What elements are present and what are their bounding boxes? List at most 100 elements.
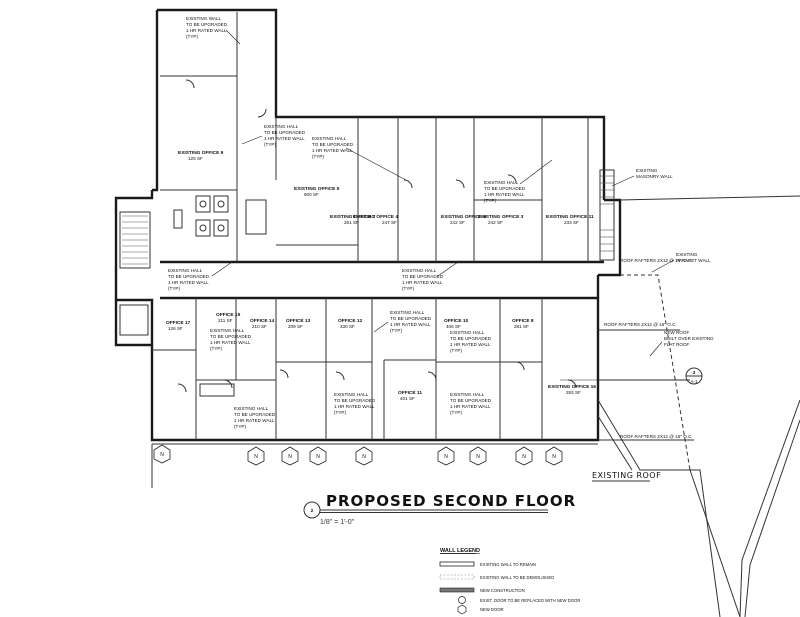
legend-item: NEW CONSTRUCTION [439, 587, 525, 593]
svg-text:WALL LEGEND: WALL LEGEND [440, 548, 480, 554]
svg-text:1 HR RATED WALL: 1 HR RATED WALL [264, 136, 305, 141]
svg-text:1 HR RATED WALL: 1 HR RATED WALL [484, 192, 525, 197]
svg-text:261 SF: 261 SF [344, 220, 359, 225]
svg-text:ROOF RAFTERS 2X12 @ 16" O.C.: ROOF RAFTERS 2X12 @ 16" O.C. [604, 322, 677, 327]
svg-text:242 SF: 242 SF [450, 220, 465, 225]
svg-text:(TYP): (TYP) [264, 142, 276, 147]
svg-text:N: N [254, 454, 258, 460]
svg-text:1 HR RATED WALL: 1 HR RATED WALL [390, 322, 431, 327]
drawing-number: 2 [311, 508, 314, 514]
note-masonry-wall: EXISTING MASONRY WALL [611, 168, 673, 187]
svg-text:TO BE UPGRADED: TO BE UPGRADED [450, 398, 492, 403]
svg-text:EXISTING OFFICE 16: EXISTING OFFICE 16 [548, 384, 596, 390]
svg-text:(TYP): (TYP) [234, 424, 246, 429]
svg-text:3: 3 [693, 370, 696, 376]
drawing-scale: 1/8" = 1'-0" [320, 519, 355, 526]
legend-item: EXIST. DOOR TO BE REPLACED WITH NEW DOOR [458, 596, 580, 604]
svg-text:EXISTING HALL: EXISTING HALL [402, 268, 437, 273]
svg-text:EXISTING OFFICE 11: EXISTING OFFICE 11 [546, 214, 594, 220]
upper-partitions [160, 117, 589, 262]
svg-text:EXISTING HALL: EXISTING HALL [484, 180, 519, 185]
svg-text:EXISTING HALL: EXISTING HALL [450, 330, 485, 335]
doors [177, 79, 577, 393]
svg-text:OFFICE 12: OFFICE 12 [338, 318, 363, 324]
window-tag: N [153, 444, 171, 464]
svg-text:1 HR RATED WALL: 1 HR RATED WALL [450, 342, 491, 347]
svg-text:EXISTING OFFICE 4: EXISTING OFFICE 4 [353, 214, 399, 220]
window-tag: N [469, 446, 487, 466]
wall-legend: WALL LEGEND EXISTING WALL TO REMAIN EXIS… [439, 548, 580, 615]
svg-text:1 HR RATED WALL: 1 HR RATED WALL [168, 280, 209, 285]
window-tags: N N N N N N N N N [153, 444, 563, 466]
svg-text:(TYP): (TYP) [450, 348, 462, 353]
svg-text:N: N [476, 454, 480, 460]
svg-text:EXISTING OFFICE 5: EXISTING OFFICE 5 [294, 186, 340, 192]
svg-text:(TYP): (TYP) [168, 286, 180, 291]
note-hall-upgrade-3: EXISTING HALL TO BE UPGRADED 1 HR RATED … [484, 159, 553, 203]
svg-text:EXISTING HALL: EXISTING HALL [234, 406, 269, 411]
svg-text:A-1: A-1 [690, 379, 698, 384]
svg-text:FLAT ROOF: FLAT ROOF [664, 342, 690, 347]
svg-text:EXISTING HALL: EXISTING HALL [210, 328, 245, 333]
window-tag: N [309, 446, 327, 466]
wall-notes: EXISTING WALL TO BE UPGRADED 1 HR RATED … [168, 16, 714, 439]
svg-text:N: N [444, 454, 448, 460]
svg-text:NEW DOOR: NEW DOOR [480, 607, 504, 612]
svg-text:126 SF: 126 SF [168, 326, 183, 331]
svg-text:N: N [160, 452, 164, 458]
svg-text:242 SF: 242 SF [488, 220, 503, 225]
svg-text:N: N [316, 454, 320, 460]
existing-roof-label: EXISTING ROOF [592, 471, 661, 480]
svg-text:EXISTING WALL TO BE DEMOLISHED: EXISTING WALL TO BE DEMOLISHED [480, 575, 554, 580]
note-new-roof: NEW ROOF BUILT OVER EXISTING FLAT ROOF [649, 330, 714, 357]
legend-item: NEW DOOR [457, 604, 504, 615]
svg-text:EXISTING WALL TO REMAIN: EXISTING WALL TO REMAIN [480, 562, 536, 567]
svg-text:406 SF: 406 SF [446, 324, 461, 329]
svg-text:TO BE UPGRADED: TO BE UPGRADED [390, 316, 432, 321]
svg-text:EXISTING HALL: EXISTING HALL [450, 392, 485, 397]
svg-text:247 SF: 247 SF [382, 220, 397, 225]
svg-text:EXISTING HALL: EXISTING HALL [312, 136, 347, 141]
svg-text:PARAPET WALL: PARAPET WALL [676, 258, 711, 263]
svg-text:210 SF: 210 SF [252, 324, 267, 329]
roof-area [560, 195, 800, 617]
svg-text:EXISTING HALL: EXISTING HALL [264, 124, 299, 129]
svg-text:NEW CONSTRUCTION: NEW CONSTRUCTION [480, 588, 525, 593]
svg-text:TO BE UPGRADED: TO BE UPGRADED [450, 336, 492, 341]
svg-text:211 SF: 211 SF [218, 318, 233, 323]
svg-text:TO BE UPGRADED: TO BE UPGRADED [168, 274, 210, 279]
svg-text:N: N [288, 454, 292, 460]
note-hall-upgrade-2: EXISTING HALL TO BE UPGRADED 1 HR RATED … [312, 136, 407, 181]
svg-text:1 HR RATED WALL: 1 HR RATED WALL [402, 280, 443, 285]
svg-text:EXISTING OFFICE 7: EXISTING OFFICE 7 [330, 214, 376, 220]
note-hall-corridor-mid: EXISTING HALL TO BE UPGRADED 1 HR RATED … [402, 261, 459, 291]
svg-text:330 SF: 330 SF [340, 324, 355, 329]
svg-text:(TYP): (TYP) [312, 154, 324, 159]
svg-text:EXISTING HALL: EXISTING HALL [168, 268, 203, 273]
svg-text:ROOF RAFTERS 2X12 @ 16" O.C.: ROOF RAFTERS 2X12 @ 16" O.C. [620, 258, 693, 263]
svg-text:600 SF: 600 SF [304, 192, 319, 197]
note-hall-upgrade-1: EXISTING HALL TO BE UPGRADED 1 HR RATED … [241, 124, 306, 147]
svg-text:233 SF: 233 SF [564, 220, 579, 225]
note-roof-rafters: ROOF RAFTERS 2X12 @ 16" O.C. ROOF RAFTER… [604, 258, 693, 439]
svg-text:TO BE UPGRADED: TO BE UPGRADED [186, 22, 228, 27]
svg-text:BUILT OVER EXISTING: BUILT OVER EXISTING [664, 336, 714, 341]
window-tag: N [437, 446, 455, 466]
svg-text:OFFICE 17: OFFICE 17 [166, 320, 191, 326]
legend-item: EXISTING WALL TO REMAIN [439, 561, 536, 567]
window-tag: N [355, 446, 373, 466]
svg-text:EXISTING HALL: EXISTING HALL [390, 310, 425, 315]
note-hall-bottom-1: EXISTING HALL TO BE UPGRADED 1 HR RATED … [234, 406, 276, 429]
